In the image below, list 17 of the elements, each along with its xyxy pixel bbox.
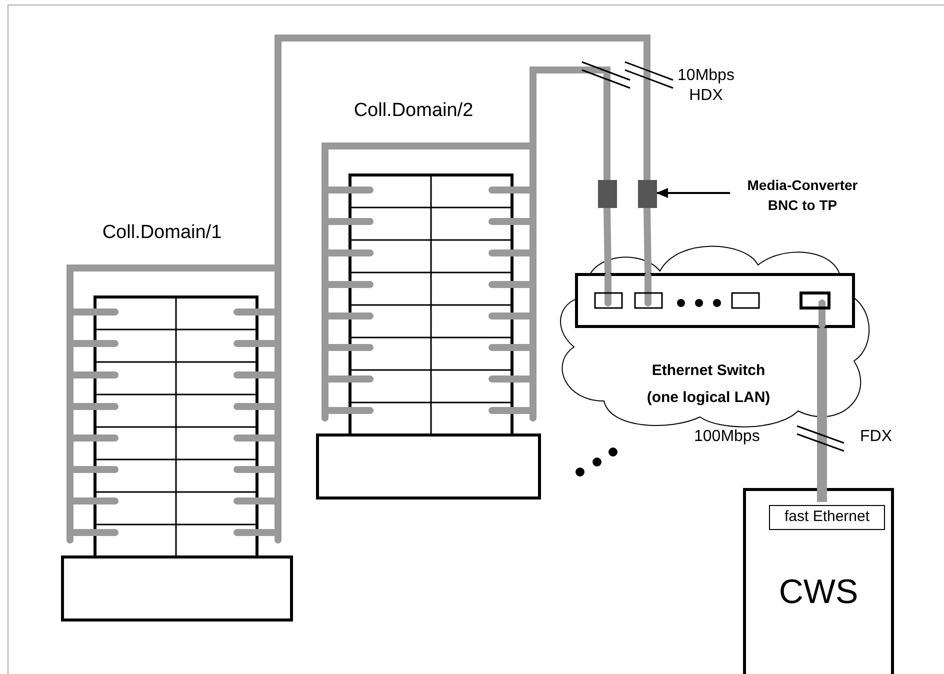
group-title: Coll.Domain/2 [352, 100, 474, 122]
link-speed-label: 10Mbps HDX [676, 66, 736, 106]
callout-text: Media-Converter BNC to TP [746, 176, 859, 215]
group-title: Coll.Domain/1 [101, 222, 223, 244]
arrow [656, 188, 730, 198]
speed-label: 100Mbps [694, 428, 760, 446]
workstation-label: CWS [778, 573, 860, 612]
media-converter [638, 180, 657, 208]
switch-label: Ethernet Switch (one logical LAN) [646, 361, 772, 408]
network-cable [604, 208, 612, 274]
network-cable [817, 328, 827, 502]
speed-label: FDX [860, 428, 892, 446]
port-label: fast Ethernet [769, 505, 885, 530]
workstation-box [743, 488, 894, 674]
network-cable [274, 34, 650, 222]
switch-box [575, 273, 855, 328]
media-converter [598, 180, 617, 208]
